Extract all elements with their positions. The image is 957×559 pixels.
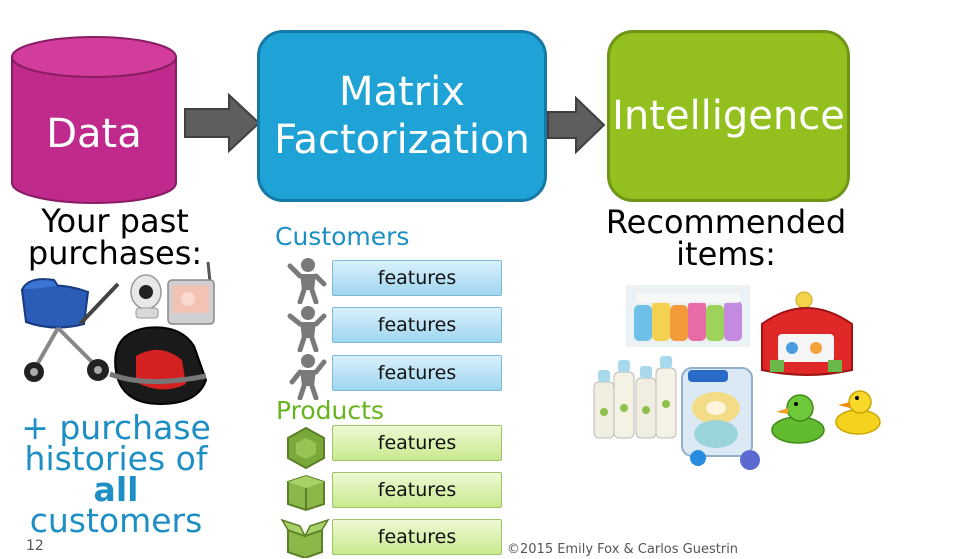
intelligence-box: Intelligence	[607, 30, 850, 202]
stroller-image	[20, 278, 120, 382]
slide-number: 12	[26, 538, 44, 554]
customer-features-box: features	[332, 260, 502, 296]
person-icon	[289, 354, 327, 400]
purchase-histories-text: + purchase histories of all customers	[18, 408, 214, 540]
customer-features-box: features	[332, 307, 502, 343]
rubber-duck-yellow-image	[835, 390, 881, 435]
arrow-right-icon	[547, 96, 606, 154]
pacifier-pack-image	[681, 367, 760, 470]
caption-line: purchases:	[27, 234, 203, 272]
customer-features-box: features	[332, 355, 502, 391]
histories-line: customers	[29, 501, 203, 540]
data-cylinder	[11, 36, 177, 204]
product-features-box: features	[332, 425, 502, 461]
data-label: Data	[46, 111, 142, 157]
sippy-cups-image	[626, 285, 750, 347]
toy-farm-image	[761, 291, 853, 376]
matrix-label-line1: Matrix	[339, 69, 465, 115]
histories-emphasis: all	[93, 470, 139, 509]
histories-line: histories of	[24, 439, 208, 478]
caption-line: items:	[676, 235, 776, 273]
products-title: Products	[276, 396, 384, 425]
product-features-box: features	[332, 472, 502, 508]
intelligence-label: Intelligence	[612, 93, 845, 139]
matrix-factorization-box: Matrix Factorization	[257, 30, 547, 202]
past-purchases-caption: Your past purchases:	[20, 205, 210, 269]
box-icon	[287, 474, 325, 512]
recommended-caption: Recommended items:	[590, 206, 862, 270]
rubber-duck-green-image	[771, 394, 825, 444]
person-icon	[287, 258, 327, 304]
open-box-icon	[280, 518, 330, 558]
person-icon	[287, 306, 327, 352]
caption-line: Your past	[41, 202, 189, 240]
car-seat-image	[109, 326, 208, 406]
matrix-label-line2: Factorization	[274, 117, 530, 163]
copyright-text: ©2015 Emily Fox & Carlos Guestrin	[507, 542, 739, 557]
histories-line: + purchase	[21, 408, 211, 447]
baby-bottles-image	[593, 356, 677, 439]
arrow-right-icon	[184, 93, 261, 153]
customers-title: Customers	[275, 222, 410, 251]
caption-line: Recommended	[605, 203, 847, 241]
baby-monitor-image	[130, 262, 215, 325]
cube-icon	[287, 426, 325, 470]
product-features-box: features	[332, 519, 502, 555]
